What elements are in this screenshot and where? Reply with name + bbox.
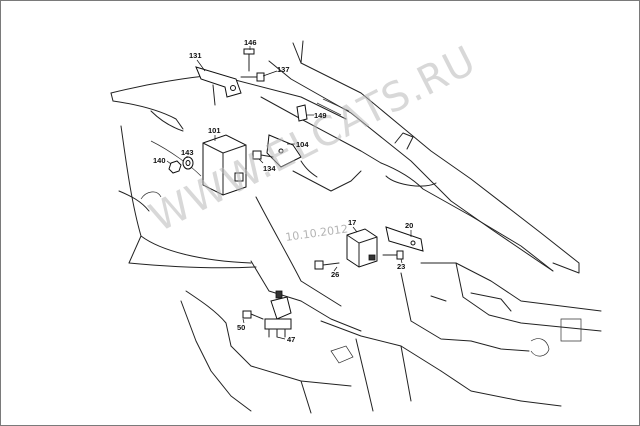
screw-50	[242, 310, 264, 320]
washer-143	[182, 156, 194, 170]
screw-146	[243, 48, 255, 72]
bracket-131	[195, 66, 242, 106]
screw-23	[382, 250, 404, 260]
control-unit-101	[202, 134, 247, 196]
screw-26	[314, 260, 340, 270]
callout-104: 104	[296, 140, 309, 149]
callout-26: 26	[331, 270, 339, 279]
callout-20: 20	[405, 221, 413, 230]
body-structure	[110, 40, 602, 414]
parts	[168, 48, 424, 338]
watermark-text: WWW.ELCATS.RU	[143, 37, 484, 241]
callout-50: 50	[237, 323, 245, 332]
screw-134	[252, 150, 274, 160]
clip-149	[296, 104, 308, 122]
callout-140: 140	[153, 156, 166, 165]
callout-23: 23	[397, 262, 405, 271]
callout-131: 131	[189, 51, 202, 60]
screw-137	[240, 72, 265, 82]
callout-101: 101	[208, 126, 221, 135]
callout-143: 143	[181, 148, 194, 157]
relay-17	[346, 228, 378, 268]
bracket-20	[385, 226, 424, 252]
leader-lines	[166, 46, 412, 340]
callout-137: 137	[277, 65, 290, 74]
callout-146: 146	[244, 38, 257, 47]
bracket-104	[266, 134, 302, 168]
callout-47: 47	[287, 335, 295, 344]
date-stamp: 10.10.2012	[285, 222, 349, 244]
callout-134: 134	[263, 164, 276, 173]
nut-140	[168, 160, 182, 174]
callout-labels: 146 131 137 149 101 104 140 143 134 20 1…	[153, 38, 413, 344]
callout-17: 17	[348, 218, 356, 227]
callout-149: 149	[314, 111, 327, 120]
sensor-47	[264, 290, 292, 338]
